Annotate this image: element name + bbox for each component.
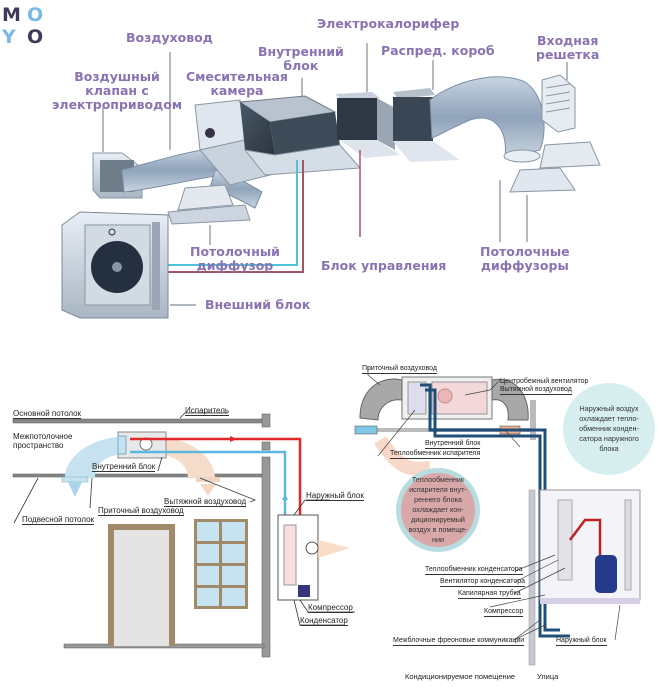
right-exhaust-flex xyxy=(491,378,529,421)
label-ceiling-diffusers: Потолочные диффузоры xyxy=(480,245,570,273)
bubble-indoor-line1: Теплообменник xyxy=(411,475,465,484)
label-ceiling-diffusers-line1: Потолочные xyxy=(480,244,570,259)
bubble-indoor-line4: охлаждает кон- xyxy=(412,505,464,514)
label-left-compressor: Компрессор xyxy=(308,603,353,613)
label-main-ceiling: Основной потолок xyxy=(13,409,82,419)
label-indoor-unit-line1: Внутренний xyxy=(258,44,344,59)
label-left-condenser: Конденсатор xyxy=(300,616,348,626)
label-mixing-chamber: Смесительная камера xyxy=(186,70,288,98)
right-outdoor-unit xyxy=(539,489,641,601)
label-ceiling-diffuser-line2: диффузор xyxy=(196,258,274,273)
logo-letter-o1: O xyxy=(27,4,44,26)
label-ceiling-diffusers-line2: диффузоры xyxy=(480,258,569,273)
label-interceiling-space: Межпотолочное пространство xyxy=(13,432,72,450)
label-air-valve-line1: Воздушный xyxy=(74,69,160,84)
label-inlet-grille-line1: Входная xyxy=(536,33,599,48)
label-right-exhaust-duct: Вытяжной воздуховод xyxy=(500,386,572,395)
bubble-indoor-line2: испарителя внут- xyxy=(409,485,467,494)
label-ceiling-diffuser: Потолочный диффузор xyxy=(190,245,280,273)
exhaust-duct xyxy=(162,437,215,478)
label-capillary-tube: Капилярная трубка xyxy=(458,590,521,599)
label-right-indoor-unit: Внутренний блок xyxy=(425,440,481,449)
supply-duct xyxy=(65,437,118,478)
label-condenser-fan: Вентилятор конденсатора xyxy=(440,578,526,587)
label-air-valve-line2: клапан с xyxy=(85,83,149,98)
ceiling-diffusers-right xyxy=(509,141,601,193)
logo-letter-o2: O xyxy=(27,26,44,48)
label-mixing-chamber-line1: Смесительная xyxy=(186,69,288,84)
label-indoor-unit: Внутренний блок xyxy=(258,45,344,73)
inlet-grille xyxy=(541,74,576,133)
bubble-outdoor-line2: охлаждает тепло- xyxy=(579,414,639,423)
bubble-outdoor-line5: блока xyxy=(599,444,619,453)
label-interblock-lines: Межблочные фреоновые коммуникации xyxy=(393,637,525,646)
compressor-shape xyxy=(298,585,310,597)
label-condenser-hx: Теплообменник конденсатора xyxy=(425,566,523,575)
label-conditioned-room: Кондиционируемое помещение xyxy=(405,672,516,681)
label-evaporator-hx: Теплообменник испарителя xyxy=(390,450,481,459)
top-leader-lines xyxy=(102,43,568,306)
label-exhaust-duct: Вытяжной воздуховод xyxy=(164,497,247,507)
right-supply-flex xyxy=(359,378,403,421)
label-supply-duct: Приточный воздуховод xyxy=(98,506,184,516)
label-right-compressor: Компрессор xyxy=(484,608,524,617)
label-false-ceiling: Подвесной потолок xyxy=(22,515,95,525)
label-inlet-grille: Входная решетка xyxy=(536,34,599,62)
label-interceiling-line2: пространство xyxy=(13,441,64,450)
exterior-wall xyxy=(261,456,271,658)
pipe-1 xyxy=(420,383,560,632)
label-outdoor-unit: Внешний блок xyxy=(205,297,311,312)
label-control-unit: Блок управления xyxy=(321,258,447,273)
ceiling-diffuser xyxy=(167,184,251,225)
label-right-supply-duct: Приточный воздуховод xyxy=(362,365,437,374)
label-electric-heater: Электрокалорифер xyxy=(317,16,460,31)
label-inlet-grille-line2: решетка xyxy=(536,47,600,62)
pipe-2 xyxy=(425,388,570,638)
label-ceiling-diffuser-line1: Потолочный xyxy=(190,244,280,259)
outdoor-unit xyxy=(61,211,169,319)
right-wall xyxy=(528,489,536,666)
refrigerant-lines xyxy=(167,150,361,273)
label-air-duct: Воздуховод xyxy=(126,30,213,45)
bubble-outdoor-line3: обменник конден- xyxy=(579,424,639,433)
moyo-logo: M O Y O xyxy=(0,0,50,50)
bubble-outdoor: Наружный воздух охлаждает тепло- обменни… xyxy=(563,383,655,475)
label-right-outdoor-unit: Наружный блок xyxy=(556,637,607,646)
label-left-outdoor-unit: Наружный блок xyxy=(306,491,364,501)
distribution-box xyxy=(393,88,460,162)
electric-heater-box xyxy=(335,92,400,158)
bubble-indoor: Теплообменник испарителя внут- реннего б… xyxy=(396,468,480,552)
label-air-valve: Воздушный клапан с электроприводом xyxy=(52,70,182,112)
logo-letter-y: Y xyxy=(2,26,16,48)
right-compressor xyxy=(595,555,617,593)
label-centrifugal-fan: Центробежный вентилятор xyxy=(500,378,589,385)
label-air-valve-line3: электроприводом xyxy=(52,97,183,112)
logo-letter-m: M xyxy=(2,4,21,26)
label-evaporator: Испаритель xyxy=(185,406,230,416)
label-interceiling-line1: Межпотолочное xyxy=(13,432,73,441)
bubble-outdoor-line1: Наружный воздух xyxy=(579,404,639,413)
bubble-indoor-line7: нии xyxy=(431,535,444,544)
label-street: Улица xyxy=(537,672,559,681)
bubble-outdoor-line4: сатора наружного xyxy=(579,434,639,443)
label-left-indoor-unit: Внутренний блок xyxy=(92,462,156,472)
label-indoor-unit-line2: блок xyxy=(283,58,319,73)
label-distribution-box: Распред. короб xyxy=(381,43,495,58)
label-mixing-chamber-line2: камера xyxy=(210,83,264,98)
bubble-indoor-line5: диционируемый xyxy=(411,515,465,524)
flex-duct-right xyxy=(429,76,545,159)
bubble-indoor-line6: воздух в помеще- xyxy=(408,525,468,534)
bubble-indoor-line3: реннего блока xyxy=(414,495,462,504)
